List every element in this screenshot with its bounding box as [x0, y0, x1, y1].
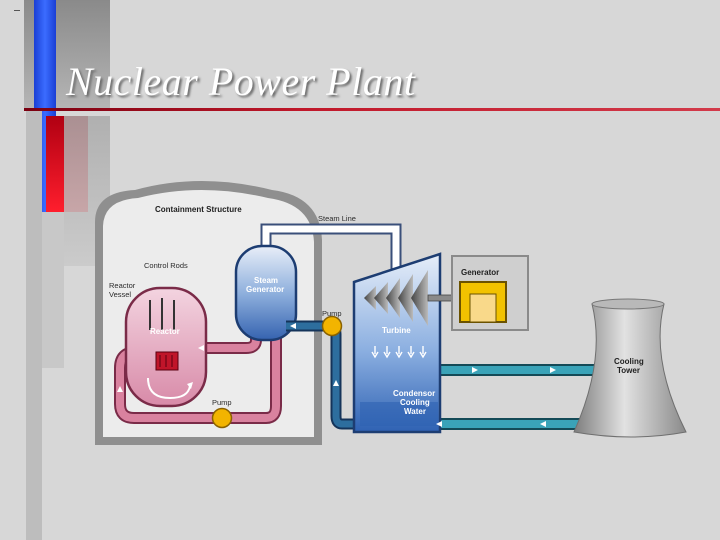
- generator-label: Generator: [461, 268, 499, 277]
- steam-generator-label-line2: Generator: [246, 285, 284, 294]
- slide-accent-gray-left: [26, 108, 42, 540]
- steam-line-label: Steam Line: [318, 214, 356, 223]
- cooling-tower-label-line1: Cooling: [614, 357, 644, 366]
- cooling-out-arrow-1-icon: [472, 367, 478, 373]
- primary-loop-arrow-icon: [117, 386, 123, 392]
- steam-line-arrow-icon: [318, 226, 324, 232]
- reactor-label: Reactor: [150, 327, 180, 336]
- reactor-vessel-label-line1: Reactor: [109, 281, 136, 290]
- steam-generator-label-line1: Steam: [254, 276, 278, 285]
- title-underline-rule: [24, 108, 720, 111]
- primary-pump-label: Pump: [212, 398, 232, 407]
- condenser-label-line3: Water: [404, 407, 426, 416]
- exhaust-arrows-icon: [371, 346, 427, 359]
- condenser-label-line2: Cooling: [400, 398, 430, 407]
- reactor-vessel: [124, 286, 208, 408]
- cooling-in-arrow-2-icon: [540, 421, 546, 427]
- secondary-pump-icon: [321, 315, 343, 337]
- primary-return-arrow-icon: [198, 345, 204, 351]
- cooling-tower: [573, 298, 687, 438]
- flow-arrow-icons: [117, 226, 556, 427]
- cooling-in-arrow-1-icon: [436, 421, 442, 427]
- control-rods-label: Control Rods: [144, 261, 188, 270]
- generator-housing: [451, 255, 529, 331]
- steam-line-pipe: [260, 223, 402, 275]
- secondary-loop-arrow-icon: [333, 380, 339, 386]
- slide-accent-gray-mid: [42, 212, 64, 368]
- turbine-label: Turbine: [382, 326, 411, 335]
- condenser-label-line1: Condensor: [393, 389, 435, 398]
- reactor-vessel-label-line2: Vessel: [109, 290, 131, 299]
- secondary-pump-label: Pump: [322, 309, 342, 318]
- cooling-out-arrow-2-icon: [550, 367, 556, 373]
- cooling-tower-label-line2: Tower: [617, 366, 640, 375]
- steam-generator: [234, 244, 298, 342]
- primary-pump-icon: [211, 407, 233, 429]
- containment-label: Containment Structure: [155, 205, 242, 214]
- slide-title: Nuclear Power Plant: [66, 59, 416, 104]
- secondary-return-arrow-icon: [290, 323, 296, 329]
- slide-tick-mark: [14, 10, 20, 11]
